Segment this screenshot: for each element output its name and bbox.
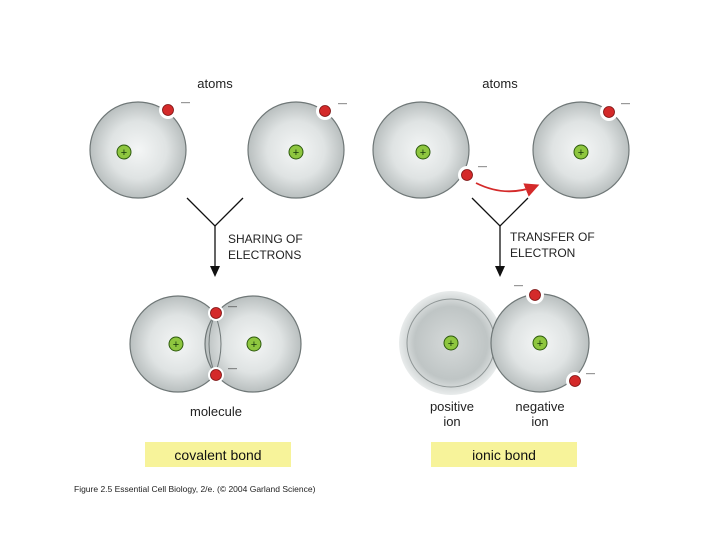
electron-sign: — bbox=[228, 363, 237, 373]
negative-ion-label-line2: ion bbox=[531, 414, 548, 429]
process-label-sharing: SHARING OF bbox=[228, 232, 303, 246]
positive-ion-label-line2: ion bbox=[443, 414, 460, 429]
atom-right-2: + — bbox=[533, 98, 630, 198]
caption-covalent-bond: covalent bond bbox=[145, 442, 291, 467]
nucleus-icon: + bbox=[416, 145, 430, 159]
nucleus-icon: + bbox=[444, 336, 458, 350]
process-label-electron: ELECTRON bbox=[510, 246, 575, 260]
transfer-arrow bbox=[476, 183, 536, 191]
figure-credit: Figure 2.5 Essential Cell Biology, 2/e. … bbox=[74, 484, 315, 494]
atom-left-1: + — bbox=[90, 97, 190, 198]
electron-sign: — bbox=[514, 280, 523, 290]
nucleus-sign: + bbox=[578, 147, 584, 159]
positive-ion-label-line1: positive bbox=[430, 399, 474, 414]
electron-icon: — bbox=[316, 98, 347, 120]
nucleus-sign: + bbox=[293, 147, 299, 159]
process-label-transfer: TRANSFER OF bbox=[510, 230, 595, 244]
electron-sign: — bbox=[621, 98, 630, 108]
atoms-label-right: atoms bbox=[482, 76, 518, 91]
caption-ionic-bond: ionic bond bbox=[431, 442, 577, 467]
nucleus-sign: + bbox=[420, 147, 426, 159]
nucleus-icon: + bbox=[533, 336, 547, 350]
nucleus-icon: + bbox=[169, 337, 183, 351]
nucleus-sign: + bbox=[173, 339, 179, 351]
electron-icon: — bbox=[600, 98, 630, 121]
electron-sign: — bbox=[478, 161, 487, 171]
molecule: + + — — bbox=[130, 296, 301, 392]
nucleus-sign: + bbox=[537, 338, 543, 350]
nucleus-icon: + bbox=[574, 145, 588, 159]
molecule-label: molecule bbox=[190, 404, 242, 419]
electron-sign: — bbox=[338, 98, 347, 108]
atom-right-1: + — bbox=[373, 102, 487, 198]
process-label-electrons: ELECTRONS bbox=[228, 248, 301, 262]
nucleus-icon: + bbox=[247, 337, 261, 351]
electron-icon: — bbox=[159, 97, 190, 119]
negative-ion: + — — bbox=[491, 280, 595, 392]
electron-sign: — bbox=[228, 301, 237, 311]
electron-sign: — bbox=[586, 368, 595, 378]
atom-left-2: + — bbox=[248, 98, 347, 198]
positive-ion: + bbox=[399, 291, 503, 395]
nucleus-icon: + bbox=[289, 145, 303, 159]
electron-sign: — bbox=[181, 97, 190, 107]
atoms-label-left: atoms bbox=[197, 76, 233, 91]
nucleus-sign: + bbox=[121, 147, 127, 159]
negative-ion-label-line1: negative bbox=[515, 399, 564, 414]
nucleus-sign: + bbox=[251, 339, 257, 351]
nucleus-sign: + bbox=[448, 338, 454, 350]
nucleus-icon: + bbox=[117, 145, 131, 159]
